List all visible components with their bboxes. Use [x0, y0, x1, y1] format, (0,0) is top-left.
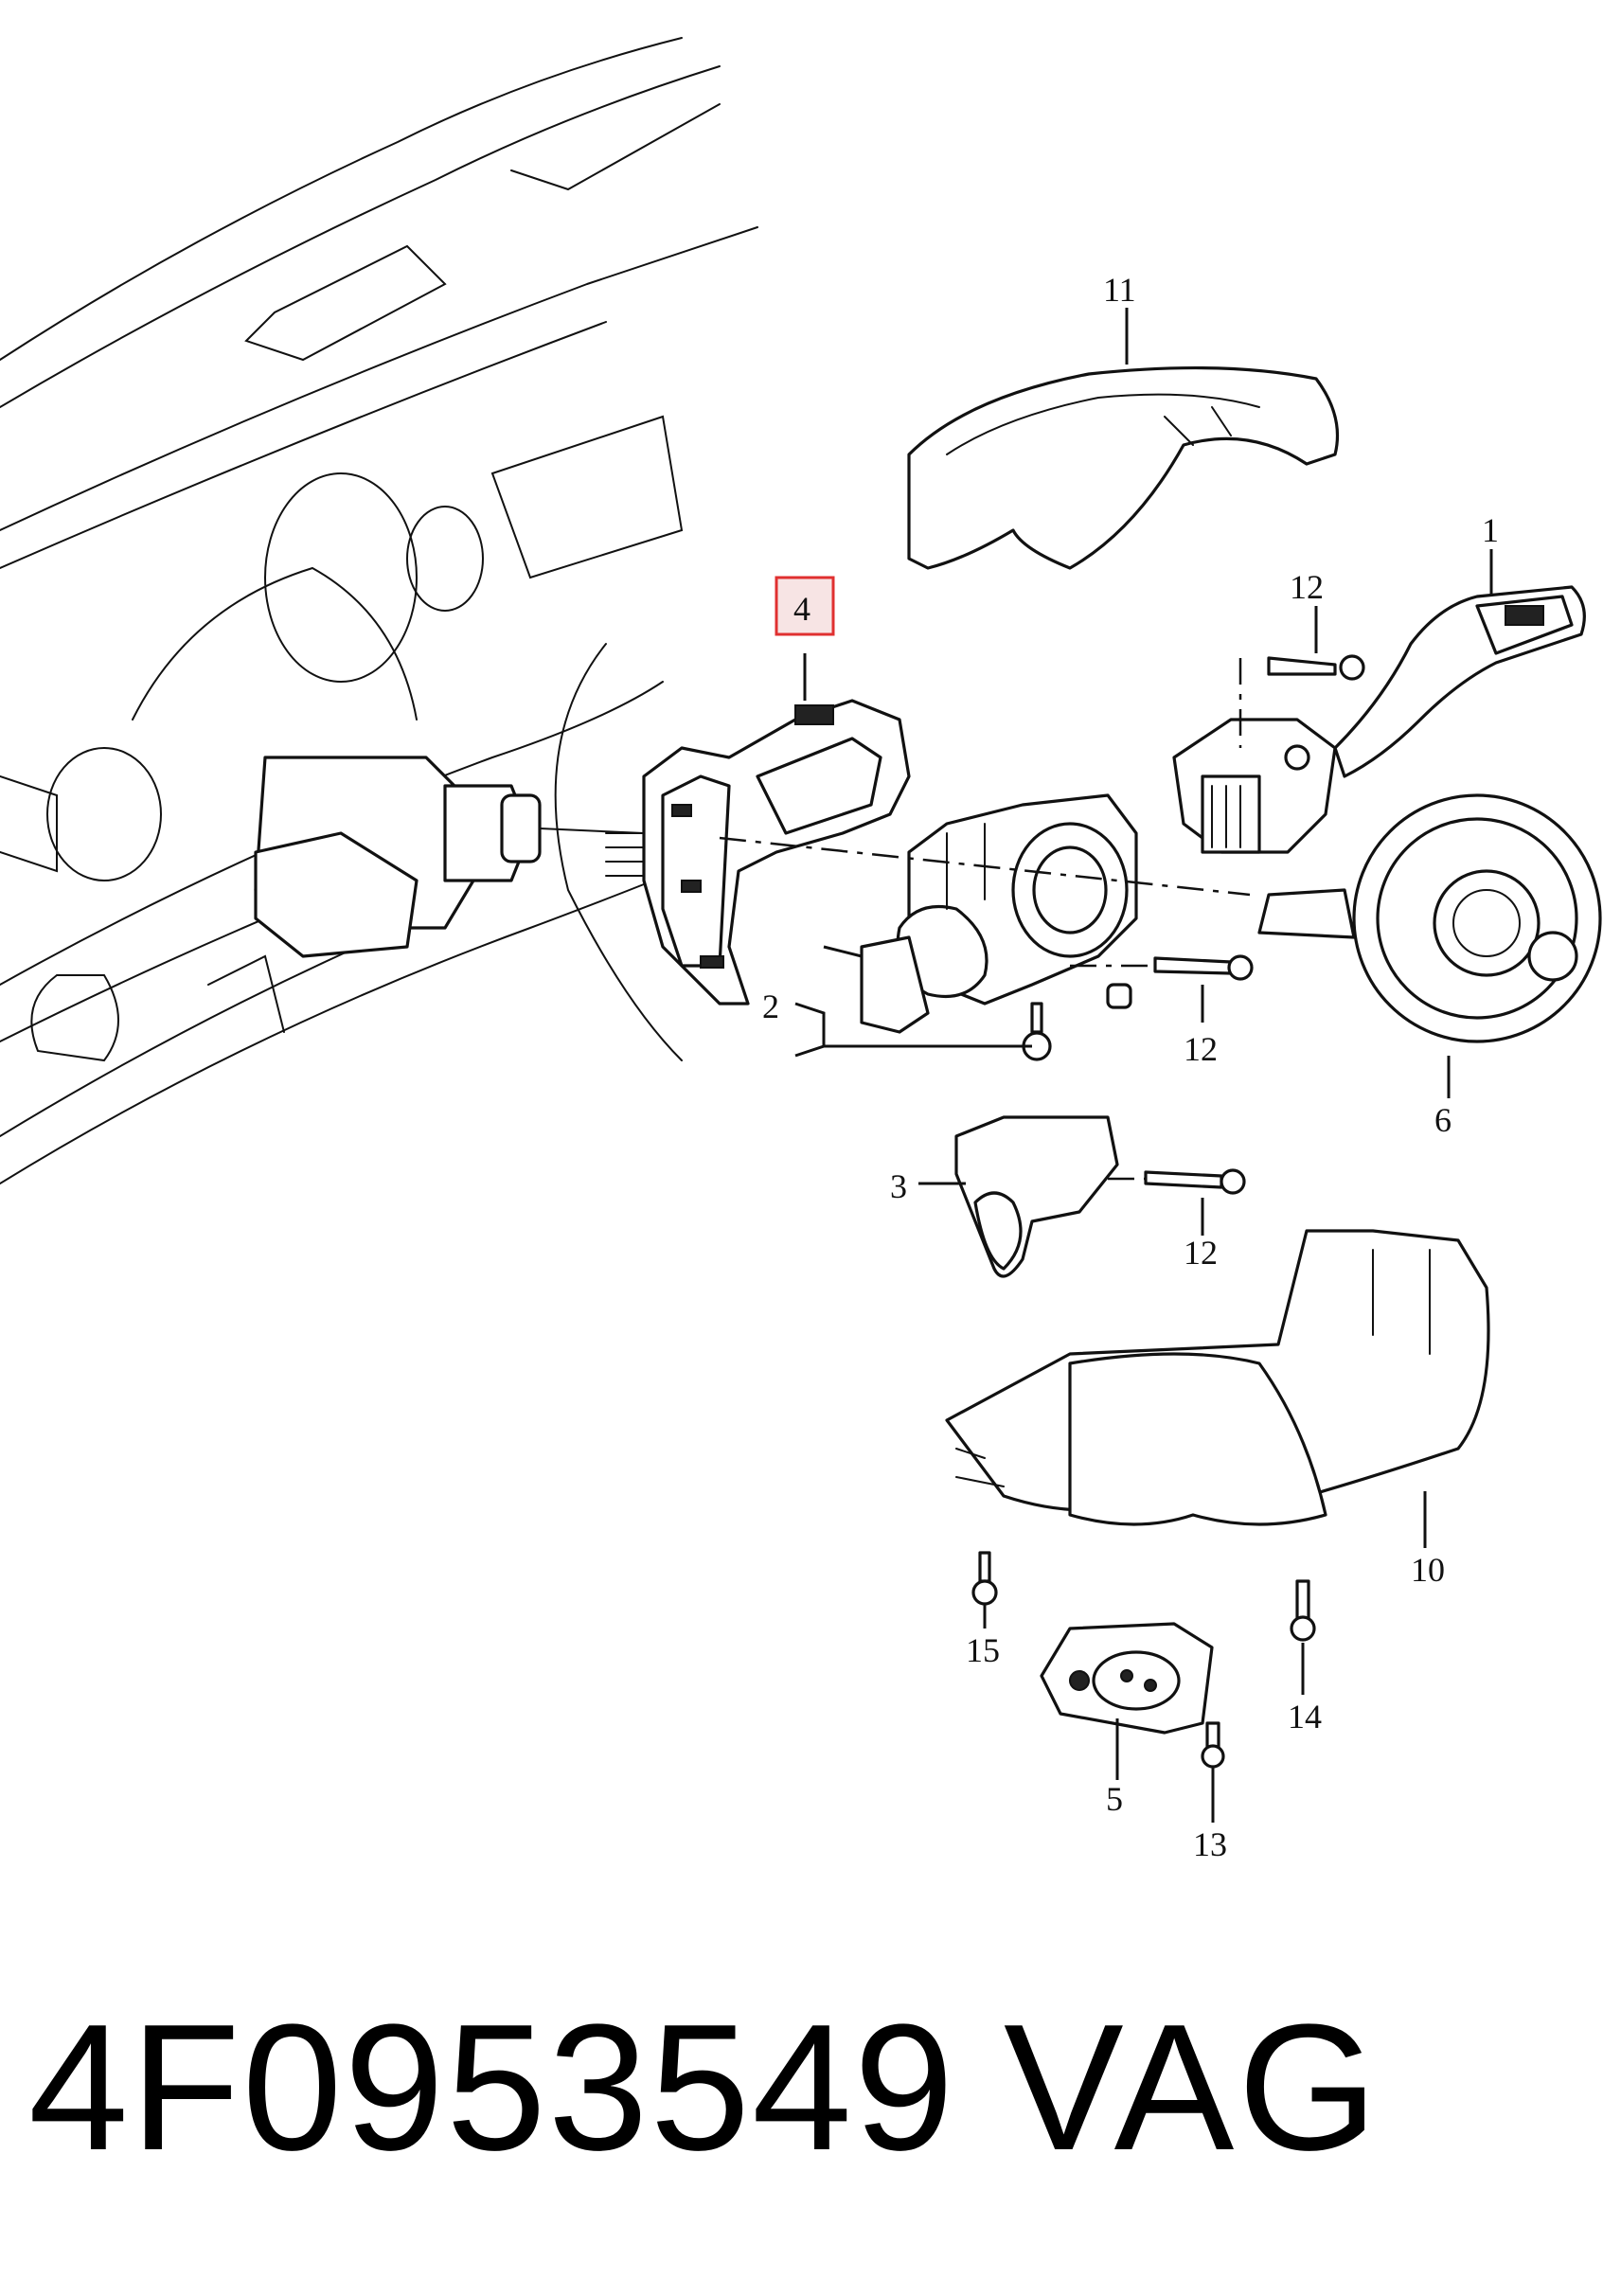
screws — [971, 654, 1365, 1769]
part-number: 4F0953549 — [28, 1987, 956, 2188]
part-4-switch-carrier — [605, 699, 911, 1006]
column-shaft-assembly — [254, 756, 645, 958]
exploded-parts-diagram: 11 12 1 4 2 12 6 3 12 10 15 14 5 13 — [0, 37, 1602, 1863]
part-11-upper-trim — [907, 365, 1339, 570]
callout-5: 5 — [1106, 1780, 1123, 1818]
callout-10: 10 — [1411, 1551, 1445, 1589]
part-4-highlight-box — [775, 576, 835, 636]
callout-2: 2 — [762, 988, 779, 1025]
callout-13: 13 — [1193, 1825, 1227, 1863]
callout-15: 15 — [966, 1631, 1000, 1669]
switch-module — [1172, 718, 1337, 854]
callout-labels: 11 12 1 4 2 12 6 3 12 10 15 14 5 13 — [762, 271, 1499, 1863]
callout-14: 14 — [1288, 1698, 1322, 1735]
part-3-lower-switch — [954, 1115, 1119, 1278]
callout-12-low: 12 — [1184, 1234, 1218, 1272]
callout-12-top: 12 — [1290, 568, 1324, 606]
callout-12-mid: 12 — [1184, 1030, 1218, 1068]
leader-lines — [794, 308, 1493, 1823]
part-1-stalk — [1333, 585, 1586, 778]
part-6-clock-spring — [1257, 793, 1602, 1043]
callout-11: 11 — [1103, 271, 1136, 309]
dashboard-outline — [0, 37, 758, 1184]
part-10-lower-trim — [945, 1229, 1490, 1526]
callout-6: 6 — [1434, 1101, 1452, 1139]
brand-name: VAG — [1004, 1987, 1382, 2188]
callout-1: 1 — [1482, 511, 1499, 549]
callout-3: 3 — [890, 1167, 907, 1205]
part-2-lock-housing — [860, 793, 1138, 1034]
part-5-bracket — [1040, 1622, 1214, 1735]
callout-4: 4 — [793, 590, 810, 628]
alignment-lines — [719, 658, 1251, 1181]
footer: 4F0953549 VAG — [0, 1969, 1603, 2206]
